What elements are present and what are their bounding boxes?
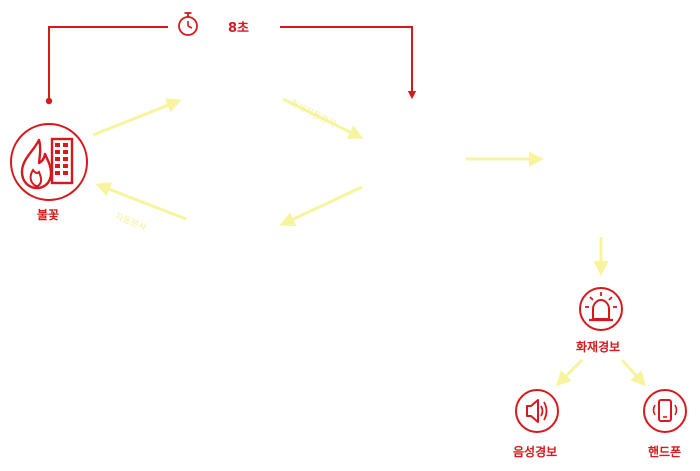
siren-icon xyxy=(579,287,623,331)
faint-flow-arrows xyxy=(92,97,647,387)
faint-arrow xyxy=(92,98,182,137)
phone-label: 핸드폰 xyxy=(648,445,682,459)
faint-arrow xyxy=(282,97,364,139)
faint-arrow xyxy=(279,185,363,226)
voice-alarm-label: 음성경보 xyxy=(513,445,558,459)
fire-building-icon xyxy=(10,123,88,201)
fire-alarm-label: 화재경보 xyxy=(576,340,621,354)
timer-label: 8초 xyxy=(228,21,250,36)
faint-arrow xyxy=(620,358,647,387)
faint-arrow xyxy=(95,182,187,221)
speaker-icon xyxy=(515,389,559,433)
stopwatch-icon xyxy=(178,12,198,36)
timer-connector xyxy=(45,26,417,105)
fire-label: 불꽃 xyxy=(37,208,60,222)
faint-arrow xyxy=(555,358,584,387)
smartphone-icon xyxy=(643,389,687,433)
